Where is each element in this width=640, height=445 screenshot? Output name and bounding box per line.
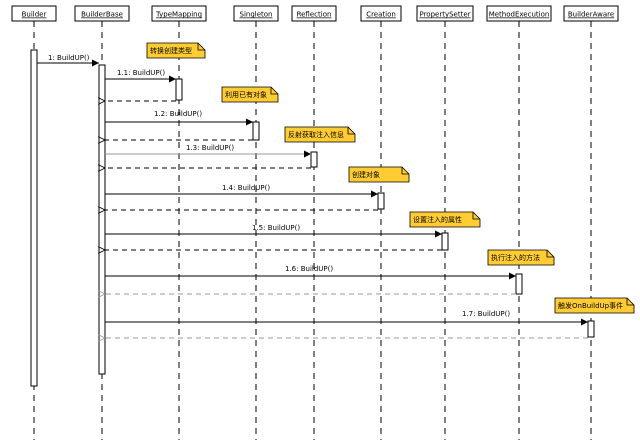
note-fold-1: [270, 87, 278, 95]
message-label-7: 1.7: BuildUP(): [462, 310, 510, 318]
note-3: [348, 166, 410, 183]
participant-box-5: [360, 5, 402, 22]
note-5: [487, 249, 555, 266]
participant-label-0: Builder: [22, 11, 47, 19]
participant-box-1: [74, 5, 130, 22]
activation-box-8: [587, 320, 595, 338]
note-text-4: 设置注入的属性: [413, 215, 462, 224]
activation-box-1: [98, 64, 106, 375]
note-fold-2: [347, 127, 355, 135]
participant-label-4: Reflection: [297, 11, 332, 19]
participant-label-8: BuilderAware: [568, 11, 614, 19]
note-0: [146, 42, 206, 59]
note-fold-6: [626, 298, 634, 306]
note-fold-3: [401, 167, 409, 175]
participant-label-7: MethodExecution: [489, 11, 550, 19]
note-text-3: 创建对象: [352, 170, 380, 179]
note-text-5: 执行注入的方法: [491, 253, 540, 262]
activation-box-6: [441, 232, 449, 251]
participant-box-0: [11, 5, 57, 22]
note-text-0: 转换创建类型: [150, 46, 192, 55]
message-label-5: 1.5: BuildUP(): [252, 224, 300, 232]
note-text-6: 触发OnBuildUp事件: [558, 301, 623, 310]
participant-label-2: TypeMapping: [155, 11, 202, 19]
participant-box-7: [486, 5, 552, 22]
participant-box-3: [233, 5, 279, 22]
message-label-1: 1.1: BuildUP(): [117, 69, 165, 77]
participant-box-8: [563, 5, 619, 22]
participant-label-5: Creation: [366, 11, 396, 19]
message-label-2: 1.2: BuildUP(): [154, 110, 202, 118]
note-fold-4: [472, 212, 480, 220]
message-label-6: 1.6: BuildUP(): [285, 265, 333, 273]
note-1: [221, 86, 279, 103]
participant-box-4: [291, 5, 337, 22]
participant-label-3: Singleton: [240, 11, 273, 19]
activation-box-4: [310, 151, 318, 168]
note-6: [554, 297, 635, 314]
message-label-3: 1.3: BuildUP(): [186, 144, 234, 152]
message-label-4: 1.4: BuildUP(): [222, 184, 270, 192]
participant-label-1: BuilderBase: [81, 11, 123, 19]
activation-box-5: [377, 192, 385, 210]
activation-box-2: [175, 78, 183, 101]
note-fold-0: [197, 43, 205, 51]
note-fold-5: [546, 250, 554, 258]
note-2: [284, 126, 356, 143]
note-text-1: 利用已有对象: [225, 90, 267, 99]
note-text-2: 反射获取注入信息: [288, 130, 344, 139]
message-label-0: 1: BuildUP(): [48, 54, 90, 62]
activation-box-3: [252, 121, 260, 141]
participant-label-6: PropertySetter: [419, 11, 470, 19]
note-4: [409, 211, 481, 228]
activation-box-7: [515, 273, 523, 295]
activation-box-0: [30, 49, 38, 387]
participant-box-6: [416, 5, 474, 22]
participant-box-2: [151, 5, 207, 22]
